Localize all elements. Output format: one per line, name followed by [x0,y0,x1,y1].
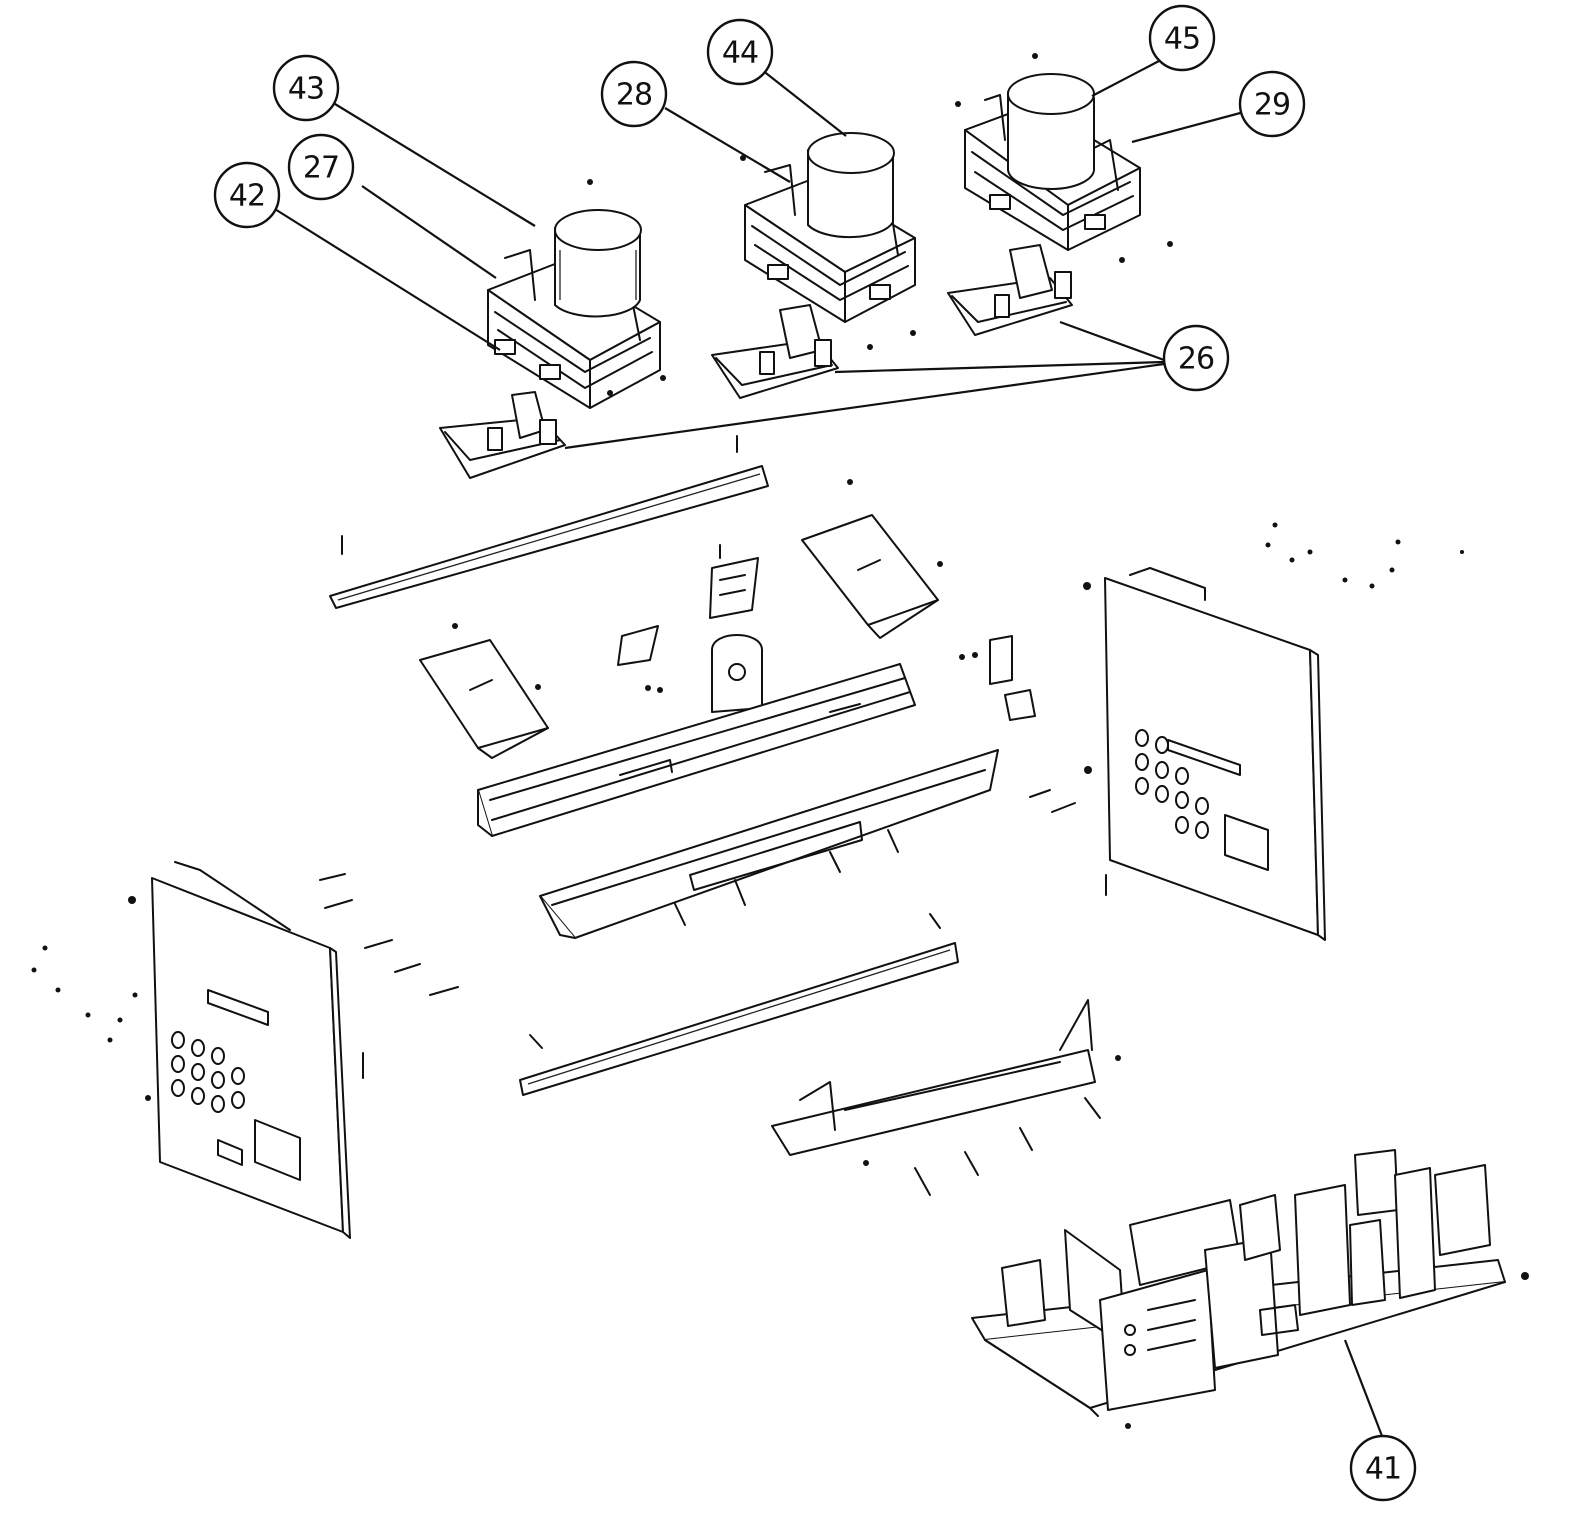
callout-45: 45 [1148,4,1216,72]
small-bracket-right [989,635,1036,721]
callout-42: 42 [213,161,281,229]
deflection-yoke-assembly-middle [711,132,916,399]
side-panel-left [151,861,351,1239]
shield-plate-left [419,639,549,759]
top-rail [329,465,769,609]
callout-43-label: 43 [288,72,324,107]
callout-27-label: 27 [303,151,339,186]
callout-29: 29 [1238,70,1306,138]
leader-lines [269,49,1384,1437]
callout-28-label: 28 [616,78,652,113]
hardware-screws [31,53,1529,1429]
callout-44: 44 [706,18,774,86]
callout-41-label: 41 [1365,1452,1401,1487]
bottom-rail [519,942,959,1096]
pcb-board [971,1149,1506,1417]
callout-28: 28 [600,60,668,128]
callout-41: 41 [1349,1434,1417,1502]
lower-crossbar [539,749,999,939]
shield-plate-right [801,514,939,639]
small-bracket-center [617,557,763,713]
deflection-yoke-assembly-left [439,209,661,479]
callout-26-label: 26 [1178,342,1214,377]
deflection-yoke-assembly-right [947,73,1141,336]
callout-27: 27 [287,133,355,201]
callout-45-label: 45 [1164,22,1200,57]
bottom-bracket [771,999,1096,1156]
side-panel-right [1104,567,1326,941]
callout-26: 26 [1162,324,1230,392]
callout-43: 43 [272,54,340,122]
main-crossbar [477,663,916,837]
callout-42-label: 42 [229,179,265,214]
callout-29-label: 29 [1254,88,1290,123]
callout-44-label: 44 [722,36,758,71]
